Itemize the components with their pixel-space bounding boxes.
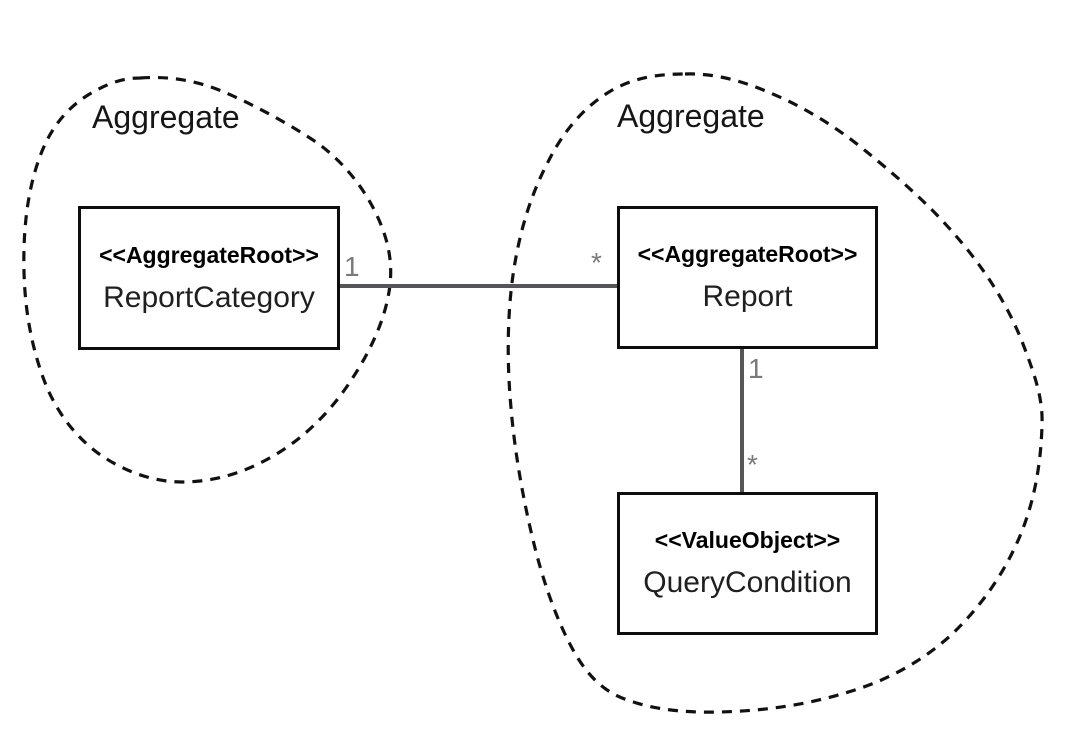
multiplicity-report-many: * — [591, 247, 602, 278]
edge-report-querycondition — [740, 349, 744, 492]
stereotype-aggregateroot: <<AggregateRoot>> — [637, 241, 858, 267]
class-box-reportcategory: <<AggregateRoot>> ReportCategory — [78, 206, 340, 350]
edge-reportcategory-report — [340, 284, 617, 288]
class-name-reportcategory: ReportCategory — [103, 280, 315, 314]
aggregate-boundary-right — [506, 72, 1044, 714]
aggregate-boundary-left — [22, 75, 393, 484]
multiplicity-querycondition-many: * — [747, 449, 758, 480]
aggregate-label-left: Aggregate — [92, 99, 240, 135]
class-name-querycondition: QueryCondition — [643, 566, 852, 599]
class-box-querycondition: <<ValueObject>> QueryCondition — [617, 492, 878, 635]
stereotype-valueobject: <<ValueObject>> — [654, 527, 841, 553]
aggregate-label-right: Aggregate — [617, 98, 765, 134]
class-name-report: Report — [702, 280, 793, 313]
multiplicity-reportcategory-one: 1 — [344, 251, 360, 282]
multiplicity-report-one: 1 — [748, 353, 764, 384]
class-box-report: <<AggregateRoot>> Report — [617, 206, 878, 349]
stereotype-aggregateroot: <<AggregateRoot>> — [99, 241, 319, 268]
